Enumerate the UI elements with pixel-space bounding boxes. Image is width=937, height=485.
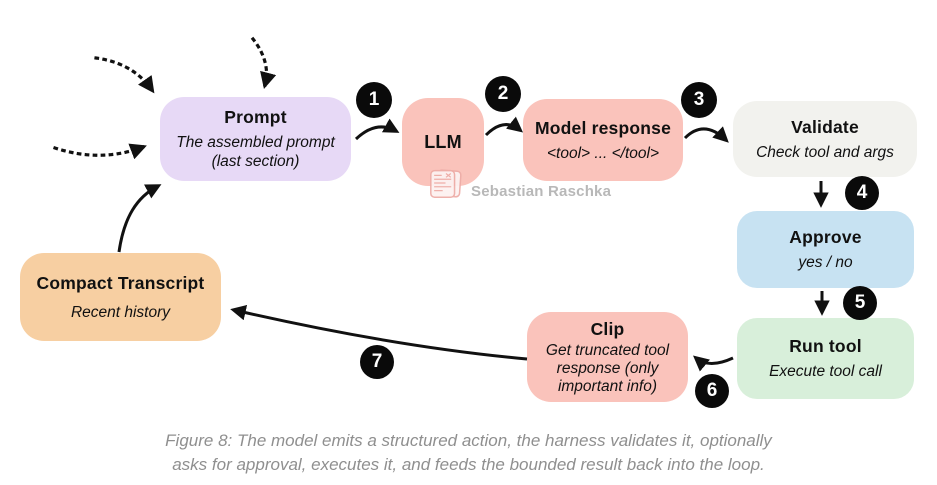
node-run-tool-subtitle: Execute tool call	[769, 363, 882, 380]
node-model-response: Model response <tool> ... </tool>	[523, 99, 683, 181]
node-approve-title: Approve	[789, 227, 862, 247]
node-clip-title: Clip	[590, 318, 625, 339]
arrow-prompt-to-llm	[354, 118, 400, 141]
node-model-response-title: Model response	[534, 117, 672, 138]
step-badge-1: 1	[356, 82, 392, 118]
step-badge-4: 4	[845, 176, 879, 210]
figure-caption-line2: asks for approval, executes it, and feed…	[172, 455, 765, 474]
dashed-context-arrow-top-left	[94, 56, 155, 94]
stamp-pages-icon	[430, 169, 462, 199]
watermark: Sebastian Raschka	[427, 164, 611, 202]
node-prompt-subtitle: The assembled prompt (last section)	[176, 134, 335, 170]
arrow-run-tool-to-clip	[693, 355, 734, 372]
node-compact-transcript-subtitle: Recent history	[70, 303, 171, 321]
figure-caption: Figure 8: The model emits a structured a…	[0, 429, 937, 477]
node-run-tool-title: Run tool	[789, 336, 862, 356]
arrow-compact-transcript-to-prompt	[117, 184, 162, 253]
node-validate-subtitle: Check tool and args	[756, 143, 894, 161]
node-clip-subtitle: Get truncated tool response (only import…	[545, 341, 670, 395]
node-prompt-title: Prompt	[224, 107, 287, 127]
dashed-context-arrow-top	[250, 36, 277, 90]
step-badge-5: 5	[843, 286, 877, 320]
step-badge-6: 6	[695, 374, 729, 408]
node-validate-title: Validate	[791, 116, 859, 137]
arrow-model-response-to-validate	[683, 126, 729, 143]
node-compact-transcript-title: Compact Transcript	[36, 272, 205, 293]
node-compact-transcript: Compact Transcript Recent history	[20, 253, 221, 341]
dashed-context-arrow-left	[52, 143, 147, 160]
step-badge-7: 7	[360, 345, 394, 379]
step-badge-3: 3	[681, 82, 717, 118]
node-validate: Validate Check tool and args	[733, 101, 917, 177]
watermark-label: Sebastian Raschka	[471, 183, 612, 200]
figure-caption-line1: Figure 8: The model emits a structured a…	[165, 431, 772, 450]
arrow-llm-to-model-response	[484, 116, 524, 137]
step-badge-2: 2	[485, 76, 521, 112]
node-run-tool: Run tool Execute tool call	[737, 318, 914, 399]
node-llm-title: LLM	[424, 131, 462, 152]
node-model-response-subtitle: <tool> ... </tool>	[546, 144, 660, 162]
node-approve-subtitle: yes / no	[798, 254, 853, 271]
node-prompt: Prompt The assembled prompt (last sectio…	[160, 97, 351, 181]
node-clip: Clip Get truncated tool response (only i…	[527, 312, 688, 402]
node-approve: Approve yes / no	[737, 211, 914, 288]
